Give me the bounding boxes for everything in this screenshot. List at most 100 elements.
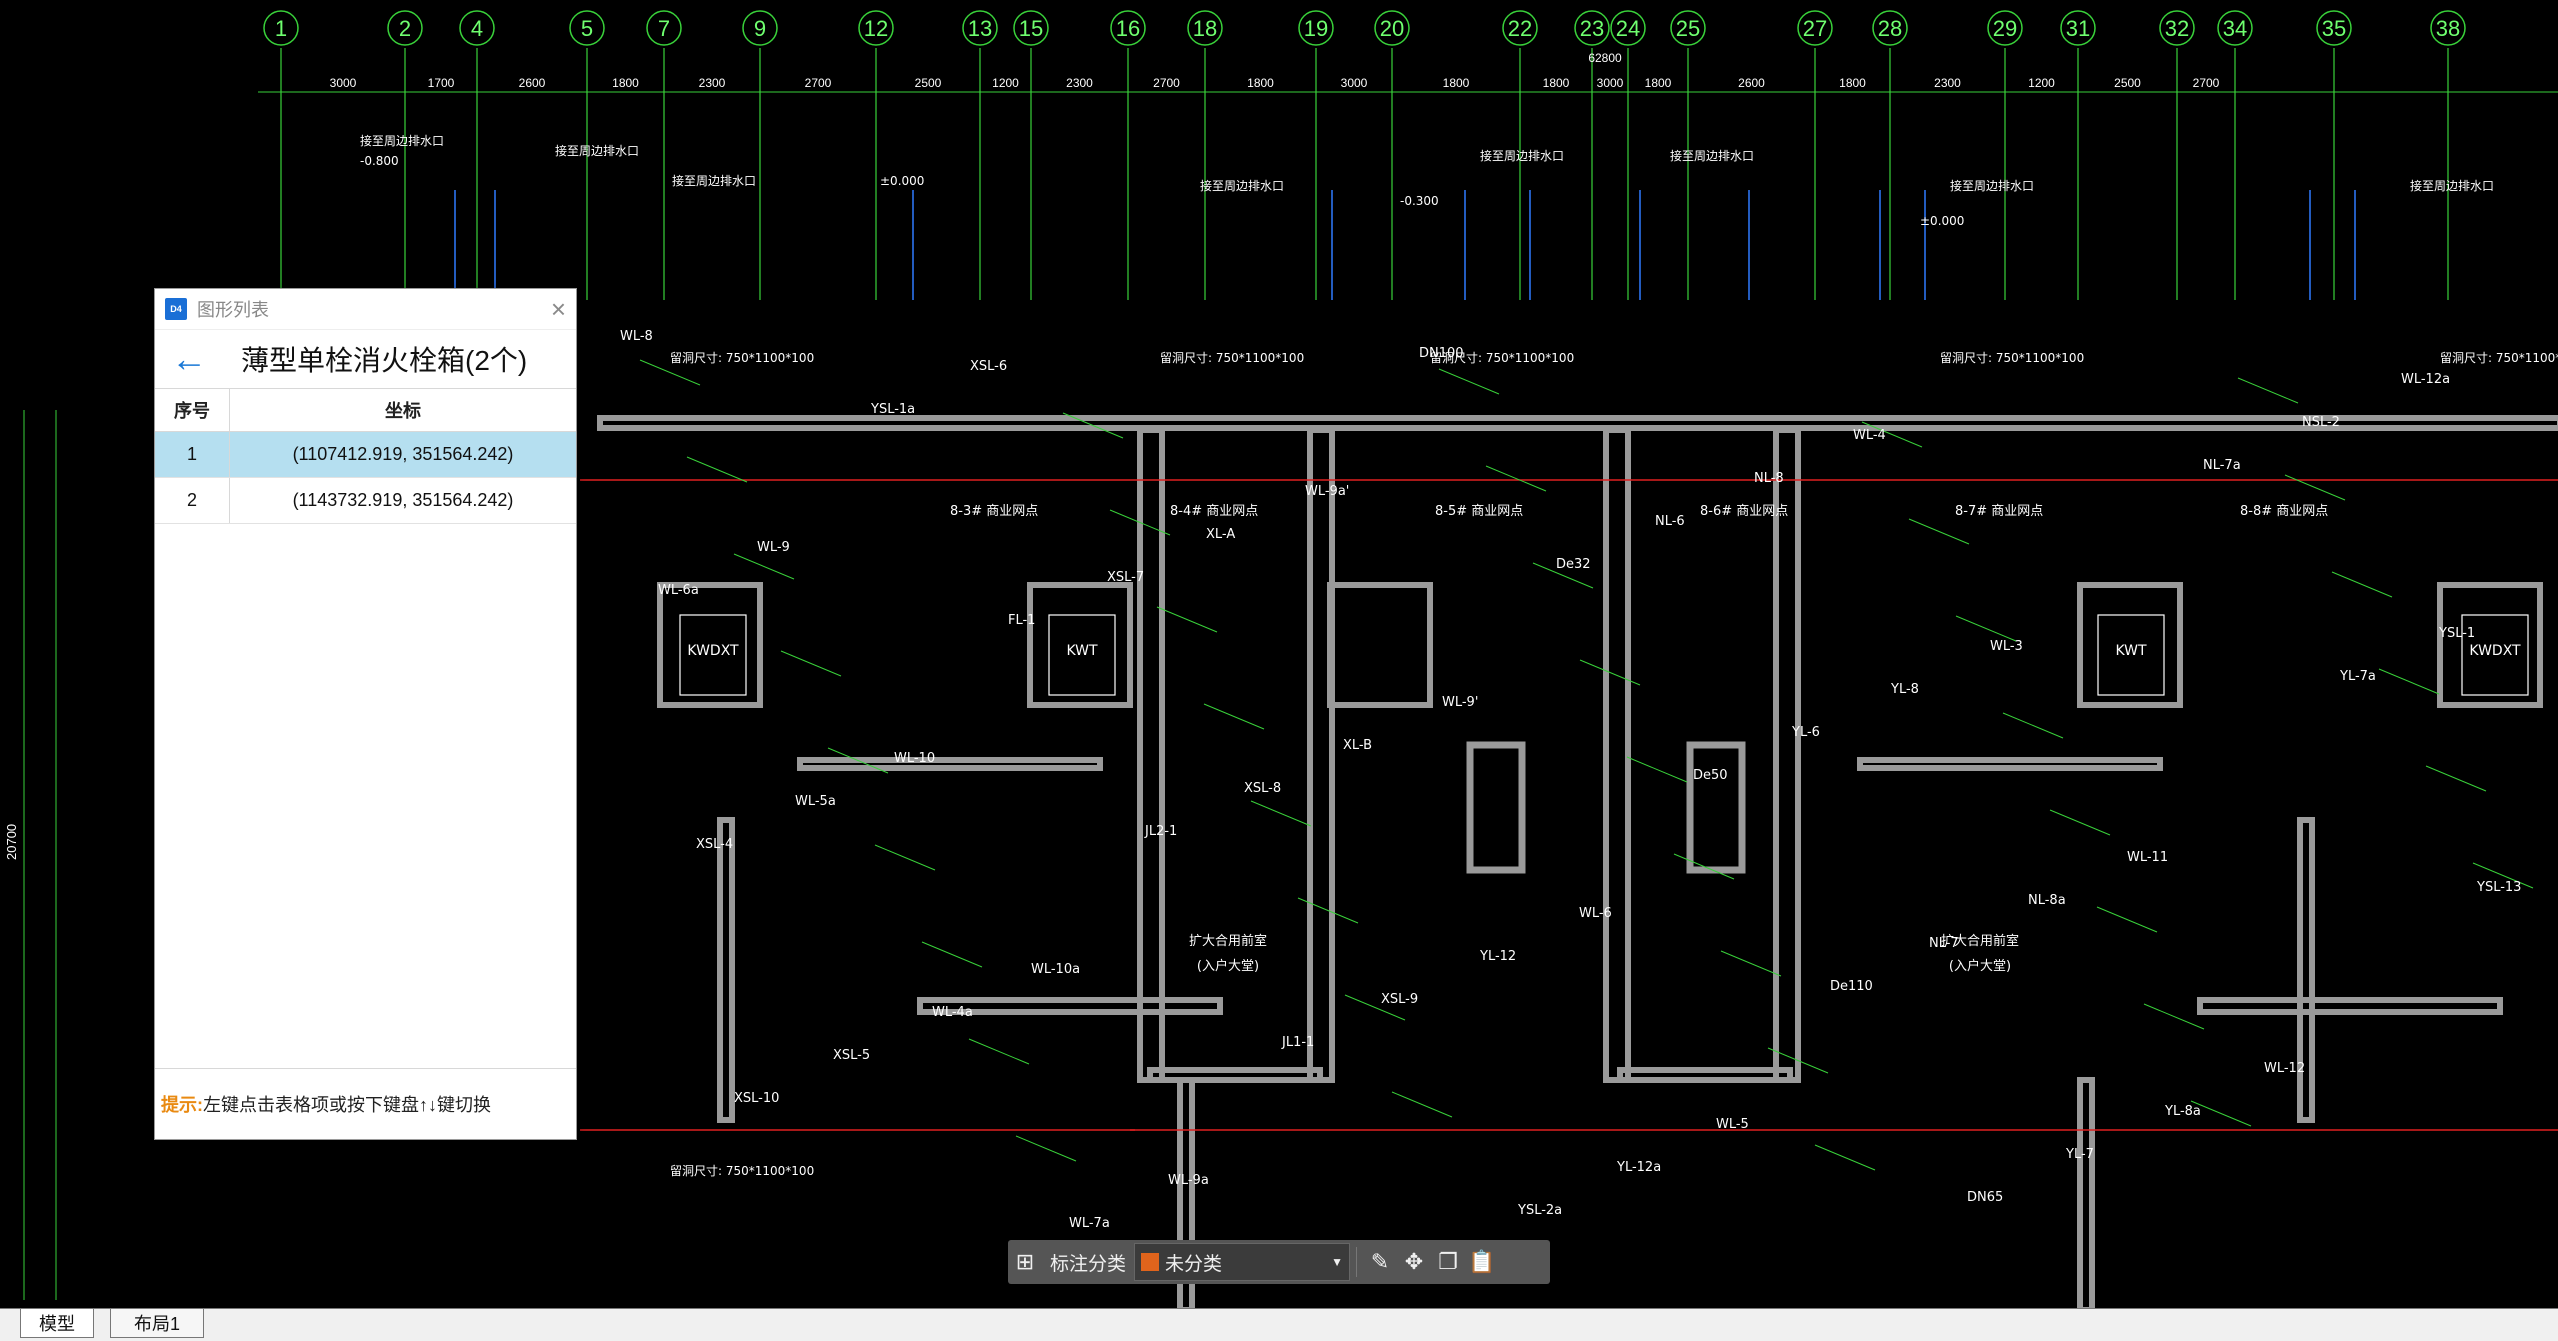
panel-titlebar[interactable]: D4 图形列表 × [155, 289, 576, 330]
elevator-shaft [2097, 614, 2165, 696]
axis-bubble: 29 [1987, 10, 2023, 46]
axis-bubble: 35 [2316, 10, 2352, 46]
axis-bubble: 22 [1502, 10, 1538, 46]
annotation-toolbar: ⊞ 标注分类 未分类 ▼ ✎ ✥ ❐ 📋 [1008, 1240, 1550, 1284]
pipe-label: XSL-5 [833, 1048, 870, 1063]
leader-line [2002, 712, 2064, 739]
drain-note: 接至周边排水口 [1670, 148, 1754, 163]
dimension-label: 2300 [1066, 76, 1093, 90]
axis-number: 28 [1878, 16, 1902, 41]
axis-bubble: 38 [2430, 10, 2466, 46]
wall [1177, 1077, 1195, 1308]
axis-number: 16 [1116, 16, 1140, 41]
hint-label: 提示: [161, 1095, 203, 1115]
room-label: 8-5# 商业网点 [1435, 504, 1523, 519]
pipe-label: JL2-1 [1144, 824, 1177, 839]
close-icon[interactable]: × [550, 294, 566, 324]
drain-note: 接至周边排水口 [1480, 148, 1564, 163]
pipe-label: WL-10a [1031, 962, 1080, 977]
axis-number: 27 [1803, 16, 1827, 41]
axis-bubble-circle [1797, 10, 1833, 46]
row-index[interactable]: 2 [155, 477, 230, 524]
annotation-note: 留洞尺寸: 750*1100*100 [1430, 351, 1574, 365]
grid-icon[interactable]: ⊞ [1015, 1249, 1035, 1274]
leader-line [2096, 906, 2158, 933]
dimension-label: 1700 [428, 76, 455, 90]
chevron-down-icon: ▼ [1331, 1255, 1344, 1269]
row-index[interactable]: 1 [155, 431, 230, 478]
room-label: 8-7# 商业网点 [1955, 504, 2043, 519]
copy-icon[interactable]: ❐ [1438, 1249, 1458, 1274]
axis-number: 32 [2165, 16, 2189, 41]
wall [2197, 997, 2503, 1015]
leader-line [1861, 421, 1923, 448]
dimension-label: 2500 [2114, 76, 2141, 90]
move-icon[interactable]: ✥ [1404, 1249, 1424, 1274]
coordinate-table: 序号 坐标 1 (1107412.919, 351564.242) 2 (114… [155, 388, 576, 524]
axis-bubble: 34 [2217, 10, 2253, 46]
axis-bubble-circle [858, 10, 894, 46]
axis-bubble-circle [962, 10, 998, 46]
pipe-label: WL-4 [1853, 428, 1886, 443]
back-arrow-icon[interactable]: ← [171, 338, 207, 379]
category-select[interactable]: 未分类 ▼ [1134, 1243, 1351, 1281]
elevator-label: KWT [2115, 643, 2147, 659]
dimension-label: 2700 [1153, 76, 1180, 90]
hint-text: 左键点击表格项或按下键盘↑↓键切换 [203, 1095, 491, 1115]
row-coordinate[interactable]: (1107412.919, 351564.242) [229, 431, 576, 478]
pipe-label: NL-8a [2028, 893, 2066, 908]
window-title: 图形列表 [197, 300, 269, 320]
row-coordinate[interactable]: (1143732.919, 351564.242) [229, 477, 576, 524]
wall [2077, 582, 2183, 708]
paste-icon[interactable]: 📋 [1468, 1249, 1496, 1274]
page-title: 薄型单栓消火栓箱(2个) [241, 345, 528, 376]
category-label: 标注分类 [1050, 1253, 1127, 1275]
left-total-dimension: 20700 [4, 824, 19, 860]
leader-line [1767, 1047, 1829, 1074]
tab-model[interactable]: 模型 [20, 1309, 94, 1338]
wall [1857, 757, 2163, 771]
annotation-note: 留洞尺寸: 750*1100*100 [670, 351, 814, 365]
dimension-label: 1800 [612, 76, 639, 90]
axis-number: 22 [1508, 16, 1532, 41]
wall [657, 582, 763, 708]
leader-line [2284, 474, 2346, 501]
pipe-label: WL-7a [1069, 1216, 1110, 1231]
axis-number: 35 [2322, 16, 2346, 41]
axis-bubble-circle [569, 10, 605, 46]
axis-number: 1 [275, 16, 287, 41]
tab-layout1[interactable]: 布局1 [110, 1309, 204, 1338]
wall [2077, 1077, 2095, 1308]
axis-number: 12 [864, 16, 888, 41]
axis-number: 4 [471, 16, 483, 41]
pipe-label: WL-9a [1168, 1173, 1209, 1188]
leader-line [1673, 853, 1735, 880]
leader-line [2378, 668, 2440, 695]
drain-note: 接至周边排水口 [1950, 178, 2034, 193]
elevator-label: KWDXT [687, 643, 739, 659]
axis-number: 23 [1580, 16, 1604, 41]
pipe-label: De32 [1556, 557, 1591, 572]
layout-tabs: 模型 布局1 [0, 1308, 2558, 1341]
table-row[interactable]: 1 (1107412.919, 351564.242) [155, 431, 576, 478]
pipe-label: YSL-13 [2476, 880, 2521, 895]
axis-bubble-circle [2217, 10, 2253, 46]
toolbar-divider [1356, 1247, 1358, 1277]
edit-icon[interactable]: ✎ [1370, 1249, 1390, 1274]
pipe-lines [454, 190, 2558, 1171]
pipe-label: WL-3 [1990, 639, 2023, 654]
leader-line [1814, 1144, 1876, 1171]
leader-line [1908, 518, 1970, 545]
dimension-label: 1800 [1839, 76, 1866, 90]
wall [1307, 427, 1335, 1083]
table-row[interactable]: 2 (1143732.919, 351564.242) [155, 477, 576, 524]
axis-bubble-circle [1298, 10, 1334, 46]
dimension-label: 1800 [1247, 76, 1274, 90]
axis-bubble-circle [387, 10, 423, 46]
axis-bubble: 9 [742, 10, 778, 46]
dimension-label: 2700 [2193, 76, 2220, 90]
dimension-label: 1800 [1443, 76, 1470, 90]
wall [1603, 427, 1631, 1083]
leader-line [1062, 412, 1124, 439]
